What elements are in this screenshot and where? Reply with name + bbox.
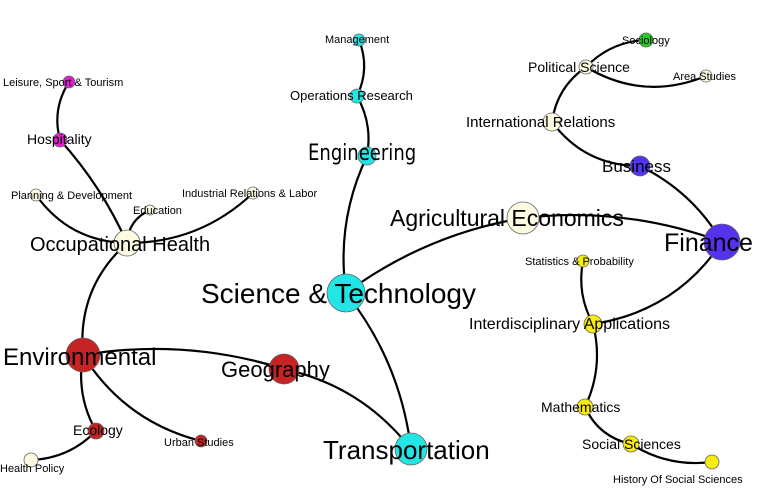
edge-socsci-histsoc: [630, 443, 713, 465]
node-label-polisci: Political Science: [528, 59, 630, 75]
node-label-geography: Geography: [221, 357, 330, 382]
node-transportation[interactable]: [394, 432, 428, 466]
node-hospitality[interactable]: [52, 132, 68, 148]
node-business[interactable]: [629, 155, 651, 177]
node-environmental[interactable]: [65, 337, 101, 373]
node-label-industrial: Industrial Relations & Labor: [182, 188, 317, 200]
node-label-histsoc: History Of Social Sciences: [613, 474, 743, 486]
edge-intrel-business: [551, 121, 641, 168]
node-management[interactable]: [352, 33, 366, 47]
node-label-stats: Statistics & Probability: [525, 256, 634, 268]
node-label-environmental: Environmental: [3, 344, 156, 371]
node-label-intrel: International Relations: [466, 114, 615, 131]
node-label-area: Area Studies: [673, 71, 736, 83]
edge-interdisc-mathematics: [584, 323, 599, 408]
node-occupational[interactable]: [113, 229, 141, 257]
edge-hospitality-occupational: [59, 139, 129, 244]
edge-agecon-finance: [522, 213, 723, 244]
edge-scitech-agecon: [345, 216, 524, 294]
node-finance[interactable]: [703, 223, 741, 261]
node-label-occupational: Occupational Health: [30, 234, 210, 256]
node-label-sociology: Sociology: [622, 35, 670, 47]
node-label-transportation: Transportation: [323, 435, 490, 465]
node-interdisc[interactable]: [583, 314, 603, 334]
node-label-ecology: Ecology: [73, 422, 123, 438]
edge-engineering-scitech: [342, 155, 368, 294]
edge-occupational-environmental: [81, 242, 128, 356]
node-label-socsci: Social Sciences: [582, 436, 681, 452]
edge-environmental-urban: [82, 354, 202, 443]
edge-stats-interdisc: [580, 260, 594, 325]
node-layer: [23, 32, 741, 470]
node-label-business: Business: [602, 157, 671, 176]
node-label-scitech: Science & Technology: [201, 278, 476, 309]
node-area[interactable]: [699, 69, 713, 83]
node-label-planning: Planning & Development: [11, 190, 132, 202]
node-label-mathematics: Mathematics: [541, 399, 620, 415]
edge-environmental-geography: [82, 347, 285, 371]
node-label-management: Management: [325, 34, 389, 46]
node-label-health-policy: Health Policy: [0, 463, 65, 475]
node-planning[interactable]: [29, 188, 43, 202]
node-label-urban: Urban Studies: [164, 437, 234, 449]
edge-finance-interdisc: [592, 241, 723, 326]
label-layer: Leisure, Sport & TourismHospitalityPlann…: [0, 34, 753, 486]
node-socsci[interactable]: [622, 435, 640, 453]
node-urban[interactable]: [194, 434, 208, 448]
node-agecon[interactable]: [506, 201, 540, 235]
edge-industrial-occupational: [126, 192, 254, 245]
node-label-operations: Operations Research: [290, 88, 413, 103]
node-scitech[interactable]: [326, 273, 366, 313]
node-education[interactable]: [144, 204, 156, 216]
node-leisure[interactable]: [62, 75, 76, 89]
node-sociology[interactable]: [638, 32, 654, 48]
edge-polisci-area: [585, 66, 707, 88]
edge-geography-transportation: [283, 367, 412, 450]
node-engineering[interactable]: [357, 146, 377, 166]
edge-scitech-transportation: [345, 292, 413, 450]
node-health-policy[interactable]: [23, 452, 39, 468]
node-geography[interactable]: [268, 353, 300, 385]
node-operations[interactable]: [349, 88, 365, 104]
node-polisci[interactable]: [578, 59, 594, 75]
node-label-leisure: Leisure, Sport & Tourism: [3, 77, 123, 89]
node-intrel[interactable]: [542, 112, 562, 132]
node-mathematics[interactable]: [576, 398, 594, 416]
node-stats[interactable]: [576, 254, 590, 268]
node-industrial[interactable]: [246, 186, 260, 200]
node-histsoc[interactable]: [704, 454, 720, 470]
node-label-engineering: Engineering: [308, 139, 416, 165]
node-label-interdisc: Interdisciplinary Applications: [469, 316, 670, 333]
node-label-hospitality: Hospitality: [27, 131, 92, 147]
node-label-agecon: Agricultural Economics: [390, 205, 624, 231]
node-ecology[interactable]: [87, 422, 105, 440]
node-label-finance: Finance: [664, 229, 753, 257]
node-label-education: Education: [133, 205, 182, 217]
